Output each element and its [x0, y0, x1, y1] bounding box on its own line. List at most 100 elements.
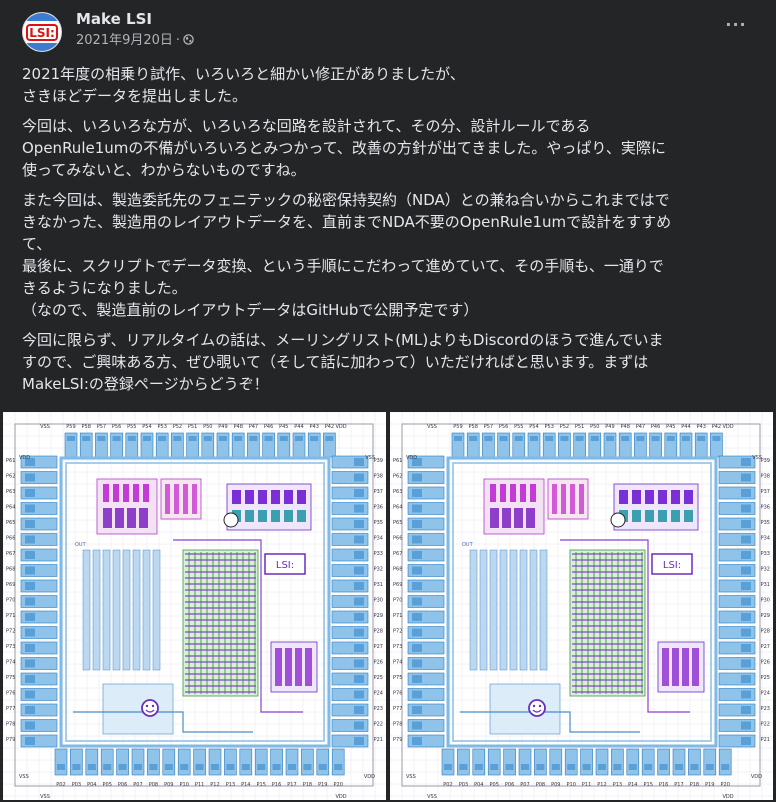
author-name[interactable]: Make LSI [76, 10, 152, 28]
power-ring [65, 462, 325, 742]
pad-fill [474, 764, 483, 770]
pad-bottom [549, 748, 563, 776]
more-options-icon[interactable]: ··· [725, 15, 747, 34]
mascot-head [223, 512, 239, 528]
pad-label: P70 [6, 598, 15, 604]
pad-fill [25, 473, 35, 482]
resistor-column [489, 549, 498, 671]
pad-fill [25, 582, 35, 590]
pad-fill [741, 582, 751, 590]
logic-array [182, 549, 259, 697]
pad-fill [354, 659, 364, 668]
transistor [285, 648, 292, 686]
pad-label: P03 [72, 782, 81, 788]
vss-label: VSS [40, 794, 50, 800]
pad-fill [412, 628, 422, 637]
post-meta: 2021年9月20日· [76, 33, 194, 49]
pad-label: P16 [659, 782, 668, 788]
pad-label: P75 [6, 675, 15, 681]
pad-fill [25, 659, 35, 668]
pad-fill [567, 764, 576, 770]
post-date[interactable]: 2021年9月20日 [76, 33, 173, 48]
pad-label: P55 [514, 424, 523, 430]
pad-label: P74 [6, 660, 15, 666]
pad-fill [354, 675, 364, 683]
pad-fill [412, 721, 422, 730]
pad-fill [134, 764, 142, 770]
avatar[interactable]: LSI: [22, 12, 62, 52]
pad-label: P21 [761, 737, 770, 743]
vdd-label: VDD [335, 794, 346, 800]
pad-bottom [626, 748, 640, 776]
globe-icon[interactable] [183, 34, 194, 45]
pad-fill [412, 613, 422, 621]
avatar-logo: LSI: [26, 24, 58, 41]
pad-label: P63 [6, 489, 15, 495]
pad-label: P42 [712, 424, 721, 430]
pad-fill [354, 721, 364, 730]
pad-label: P58 [469, 424, 478, 430]
transistor [520, 484, 526, 502]
pad-fill [354, 489, 364, 497]
pad-fill [354, 737, 364, 745]
transistor [579, 484, 584, 514]
transistor [658, 490, 667, 504]
pad-fill [180, 764, 189, 770]
transistor [684, 510, 693, 522]
transistor [510, 484, 516, 502]
pad-bottom [718, 748, 732, 776]
out-label: OUT [75, 542, 87, 548]
transistor [139, 508, 148, 528]
smiley-face [528, 699, 546, 717]
pad-label: P50 [203, 424, 212, 430]
pad-fill [143, 436, 151, 441]
pad-fill [234, 436, 243, 441]
pad-fill [444, 764, 452, 770]
pad-fill [103, 764, 112, 770]
pad-fill [25, 535, 35, 544]
post-paragraph-2: 今回は、いろいろな方が、いろいろな回路を設計されて、その分、設計ルールである O… [22, 117, 666, 179]
pad-fill [67, 436, 75, 441]
pad-fill [741, 597, 751, 606]
pad-label: P42 [325, 424, 334, 430]
pad-fill [249, 436, 258, 441]
pad-label: P45 [666, 424, 675, 430]
pad-label: P11 [582, 782, 591, 788]
pad-fill [279, 436, 288, 441]
pad-label: P38 [374, 474, 383, 480]
pad-fill [454, 436, 462, 441]
transistor [514, 508, 523, 528]
pad-fill [241, 764, 250, 770]
mascot-head [610, 512, 626, 528]
resistor-column [519, 549, 528, 671]
transistor [671, 490, 680, 504]
pad-label: P06 [118, 782, 127, 788]
pad-label: P29 [374, 613, 383, 619]
pad-bottom [131, 748, 145, 776]
pad-fill [741, 737, 751, 745]
pad-bottom [70, 748, 83, 776]
resistor-column [132, 549, 141, 671]
pad-label: P56 [112, 424, 121, 430]
pad-fill [25, 520, 35, 528]
pad-label: P30 [761, 598, 770, 604]
transistor [133, 484, 139, 502]
pad-label: P69 [393, 582, 402, 588]
smiley-eye [151, 704, 155, 708]
pad-label: P78 [393, 722, 402, 728]
vss-label: VSS [19, 774, 29, 780]
pad-label: P44 [294, 424, 303, 430]
pad-label: P46 [264, 424, 273, 430]
pad-label: P43 [697, 424, 706, 430]
pad-fill [545, 436, 554, 441]
transistor [645, 490, 654, 504]
pad-bottom [254, 748, 268, 776]
smiley-eye [538, 704, 542, 708]
pad-bottom [641, 748, 655, 776]
pad-fill [354, 504, 364, 513]
pad-label: P31 [374, 582, 383, 588]
